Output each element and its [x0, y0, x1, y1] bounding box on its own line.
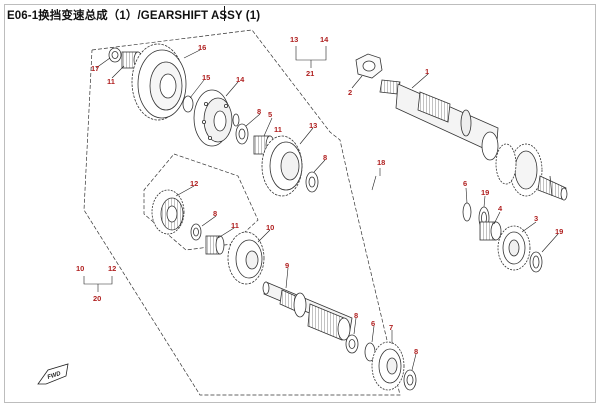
group-label-13: 13 [290, 35, 298, 44]
part-7-gear [371, 341, 405, 391]
callout-13: 13 [309, 121, 317, 130]
callout-8b: 8 [323, 153, 327, 162]
part-6-washer [462, 202, 472, 222]
part-4-bearing [479, 221, 502, 241]
callout-labels: 1 2 18 6 19 4 3 19 17 11 16 15 14 8 5 11… [76, 35, 563, 356]
page-title: E06-1换挡变速总成（1）/GEARSHIFT ASSY (1) [7, 10, 261, 22]
callout-17: 17 [91, 64, 99, 73]
part-11-bearing-c [205, 235, 225, 255]
part-8-washer-b [190, 223, 202, 241]
part-16-gear [131, 43, 187, 121]
part-8-washer-c [345, 334, 359, 354]
callout-11: 11 [107, 77, 115, 86]
part-5-ring [232, 113, 240, 127]
callout-14: 14 [236, 75, 245, 84]
callout-8c: 8 [213, 209, 217, 218]
callout-3: 3 [534, 214, 538, 223]
part-9-shaft [262, 281, 353, 341]
group-label-20: 20 [93, 294, 101, 303]
part-14-sleeve [193, 89, 233, 147]
callout-6: 6 [463, 179, 467, 188]
part-13-gear [261, 135, 303, 197]
forward-label: FWD [47, 371, 62, 381]
callout-8d: 8 [354, 311, 358, 320]
part-15-washer [182, 95, 194, 113]
title-divider [224, 6, 225, 21]
callout-6c: 6 [371, 319, 375, 328]
callout-9: 9 [285, 261, 289, 270]
group-label-12: 12 [108, 264, 116, 273]
callout-19b: 19 [555, 227, 563, 236]
callout-15: 15 [202, 73, 210, 82]
group-label-10: 10 [76, 264, 84, 273]
part-6-washer-b [305, 171, 319, 193]
callout-1: 1 [425, 67, 429, 76]
callout-4: 4 [498, 204, 503, 213]
callout-11b: 11 [274, 125, 282, 134]
group-label-14: 14 [320, 35, 329, 44]
part-10-gear [227, 231, 265, 285]
part-8-washer-d [403, 369, 417, 391]
leader-lines [83, 46, 559, 371]
part-12-gear [151, 189, 185, 235]
callout-10: 10 [266, 223, 274, 232]
callout-5: 5 [268, 110, 272, 119]
callout-7: 7 [389, 323, 393, 332]
callout-8e: 8 [414, 347, 418, 356]
part-19b-washer [529, 251, 543, 273]
callout-2: 2 [348, 88, 352, 97]
callout-19: 19 [481, 188, 489, 197]
forward-arrow: FWD [37, 363, 69, 385]
callout-12: 12 [190, 179, 198, 188]
callout-16: 16 [198, 43, 206, 52]
shaft-output [355, 53, 568, 201]
diagram-frame [4, 4, 596, 403]
callout-18: 18 [377, 158, 385, 167]
part-8-washer-a [235, 123, 249, 145]
group-label-21: 21 [306, 69, 314, 78]
part-17-washer [108, 47, 122, 63]
callout-11c: 11 [231, 221, 239, 230]
callout-8: 8 [257, 107, 261, 116]
part-3-gear [497, 225, 531, 271]
